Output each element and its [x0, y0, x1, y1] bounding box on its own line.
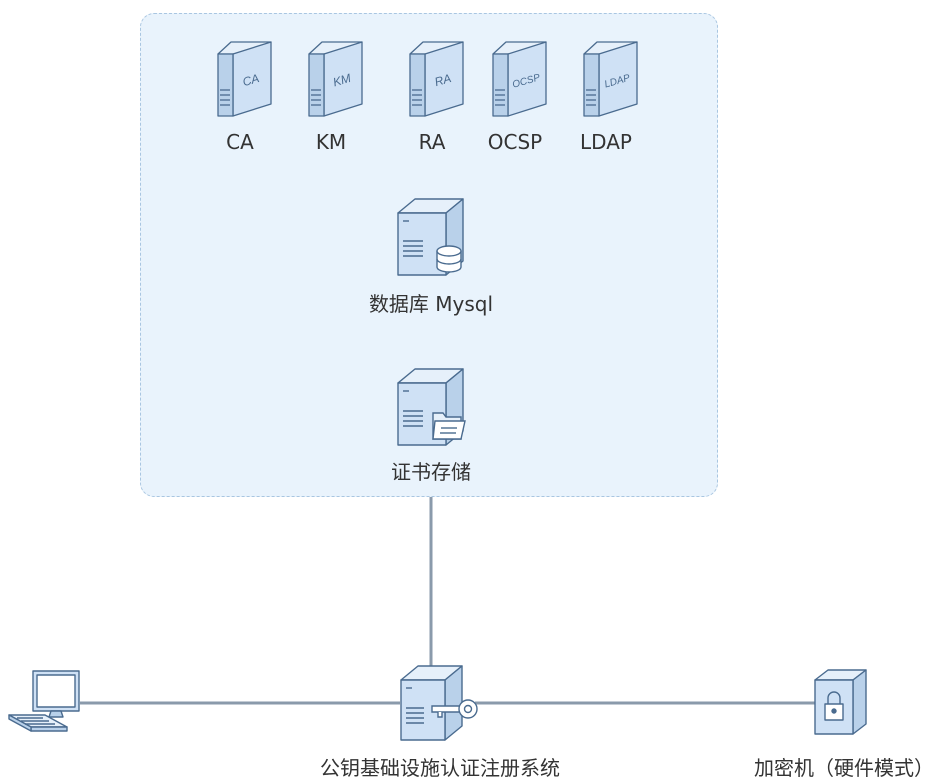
server-ca-label: CA [226, 130, 254, 154]
server-ca: CA [215, 38, 273, 124]
server-ra-icon: RA [409, 41, 464, 117]
server-ra: RA [407, 38, 465, 124]
server-km-icon: KM [308, 41, 363, 117]
server-ra-label: RA [418, 130, 446, 154]
database-label: 数据库 Mysql [368, 292, 494, 316]
computer-icon [8, 670, 80, 732]
hsm-label: 加密机（硬件模式） [754, 756, 934, 780]
storage-server-icon [397, 368, 466, 446]
server-ocsp-label: OCSP [487, 130, 543, 154]
server-ocsp-icon: OCSP [492, 41, 547, 117]
storage-label: 证书存储 [391, 460, 471, 484]
hsm-lock-icon [814, 669, 867, 735]
pki-server-key-icon [400, 665, 478, 741]
server-ldap-label: LDAP [580, 130, 632, 154]
server-ca-icon: CA [217, 41, 272, 117]
server-ra-icon-text: RA [433, 71, 453, 89]
server-ocsp: OCSP [490, 38, 548, 124]
pki-system-label: 公钥基础设施认证注册系统 [320, 756, 560, 780]
key-icon [431, 699, 478, 719]
server-ca-icon-text: CA [241, 71, 261, 89]
server-km-icon-text: KM [331, 71, 352, 89]
database-server-icon [397, 198, 464, 276]
server-ldap: LDAP [581, 38, 639, 124]
server-km: KM [306, 38, 364, 124]
folder-icon [432, 412, 466, 440]
database-cylinder-icon [436, 245, 462, 273]
server-ldap-icon: LDAP [583, 41, 638, 117]
server-km-label: KM [315, 130, 347, 154]
